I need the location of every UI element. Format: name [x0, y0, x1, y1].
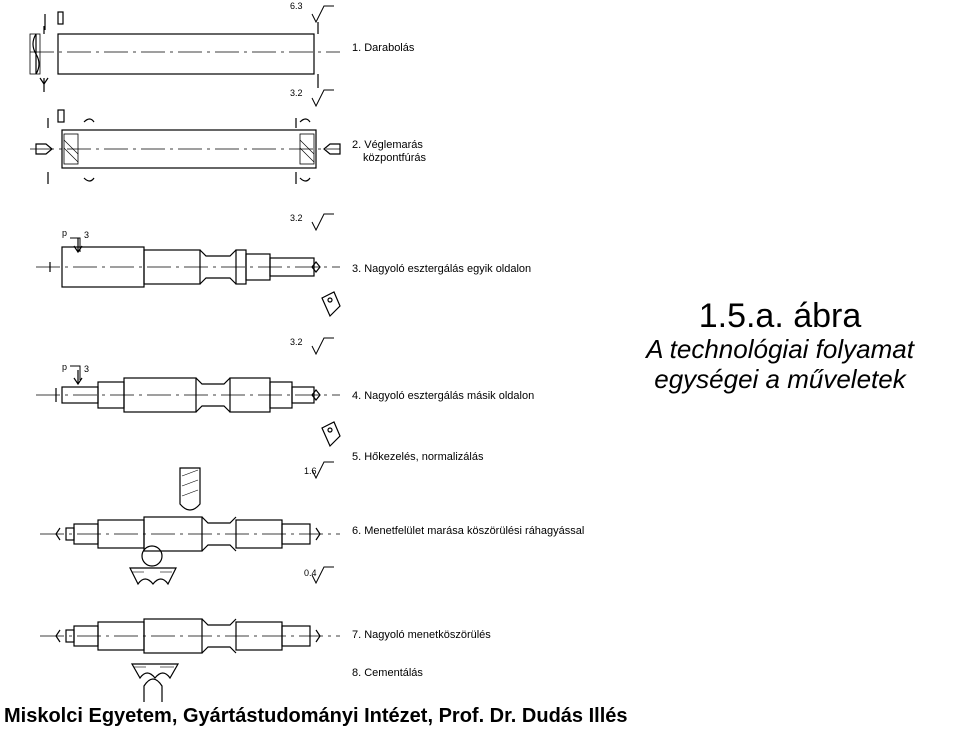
workpiece-faced-bar	[30, 129, 340, 169]
force-label-p-2: p	[62, 362, 68, 372]
roughness-symbol-4	[311, 337, 334, 356]
figure-title-block: 1.5.a. ábra A technológiai folyamat egys…	[600, 298, 960, 394]
turning-tool-icon-2	[73, 370, 341, 448]
operation-label-4: 4. Nagyoló esztergálás másik oldalon	[352, 390, 535, 402]
roughness-symbol-1	[311, 5, 334, 24]
workpiece-thread-milled	[40, 516, 340, 552]
turning-tool-icon	[73, 238, 341, 318]
operation-label-3: 3. Nagyoló esztergálás egyik oldalon	[352, 263, 532, 275]
roughness-value-6: 0.4	[304, 568, 317, 578]
centre-drill-icon	[35, 109, 341, 184]
roughness-value-2: 3.2	[290, 88, 303, 98]
force-value-2: 3	[84, 364, 90, 374]
operation-label-2: 2. Véglemarás	[352, 139, 423, 151]
force-value-1: 3	[84, 230, 90, 240]
grinding-wheel-icon	[129, 567, 177, 586]
roughness-symbol-2	[311, 89, 334, 108]
force-arrow-1	[70, 237, 81, 252]
force-label-p-1: p	[62, 228, 68, 238]
operation-label-6: 6. Menetfelület marása köszörülési ráhag…	[352, 525, 585, 537]
saw-blade-icon	[39, 11, 64, 92]
operation-label-2b: központfúrás	[363, 152, 426, 164]
roughness-value-4: 3.2	[290, 337, 303, 347]
operation-label-7: 7. Nagyoló menetköszörülés	[352, 629, 491, 641]
workpiece-cut-off-bar	[29, 33, 340, 75]
milling-cutter-icon	[141, 467, 201, 567]
figure-number: 1.5.a. ábra	[698, 297, 862, 335]
thread-grinding-wheel-icon	[130, 663, 180, 702]
footer-credit: Miskolci Egyetem, Gyártástudományi Intéz…	[4, 705, 628, 727]
operation-label-5: 5. Hőkezelés, normalizálás	[352, 451, 484, 463]
workpiece-turned-one-side	[36, 246, 340, 288]
figure-caption-line-2: egységei a műveletek	[654, 364, 906, 394]
roughness-value-1: 6.3	[290, 1, 303, 11]
roughness-symbol-3	[311, 213, 334, 232]
workpiece-thread-ground	[40, 618, 340, 654]
operation-label-8: 8. Cementálás	[352, 667, 423, 679]
roughness-symbol-5	[311, 461, 334, 480]
roughness-value-5: 1.6	[304, 466, 317, 476]
workpiece-turned-both-sides	[36, 377, 340, 413]
figure-caption-line-1: A technológiai folyamat	[646, 334, 914, 364]
roughness-symbol-6	[311, 566, 334, 585]
force-arrow-2	[70, 365, 81, 380]
roughness-value-3: 3.2	[290, 213, 303, 223]
operation-label-1: 1. Darabolás	[352, 42, 415, 54]
